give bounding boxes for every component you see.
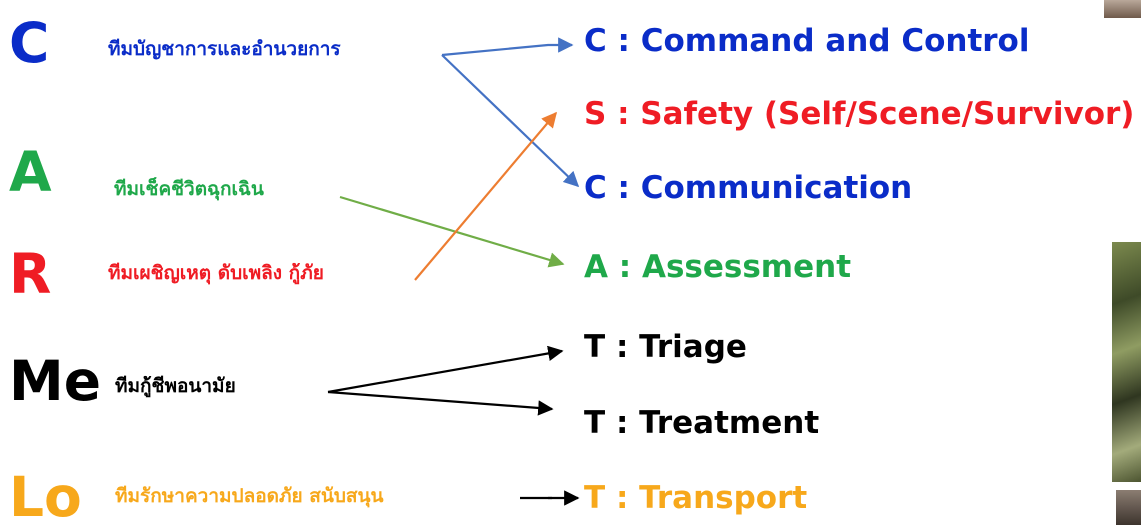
item-triage: T : Triage xyxy=(584,329,747,365)
arrow-me-treatment xyxy=(327,390,554,416)
arrow-a-assessment xyxy=(339,195,565,268)
letter-me: Me xyxy=(9,349,102,413)
photo-top-edge xyxy=(1104,0,1141,18)
item-communication: C : Communication xyxy=(584,170,913,206)
arrow-r-safety xyxy=(414,111,557,281)
item-assessment: A : Assessment xyxy=(584,249,852,285)
team-response-rescue: ทีมเผชิญเหตุ ดับเพลิง กู้ภัย xyxy=(108,262,324,284)
photo-forest-team xyxy=(1112,242,1141,482)
arrow-me-triage xyxy=(327,345,564,394)
photo-bottom-edge xyxy=(1116,490,1141,525)
item-command-and-control: C : Command and Control xyxy=(584,23,1030,59)
letter-r: R xyxy=(9,242,52,306)
item-treatment: T : Treatment xyxy=(584,405,820,441)
item-safety: S : Safety (Self/Scene/Survivor) xyxy=(584,96,1135,132)
team-command: ทีมบัญชาการและอำนวยการ xyxy=(108,38,341,60)
team-medical: ทีมกู้ชีพอนามัย xyxy=(115,375,236,397)
letter-c: C xyxy=(9,11,50,75)
letter-lo: Lo xyxy=(9,465,82,525)
letter-a: A xyxy=(9,140,52,204)
item-transport: T : Transport xyxy=(584,480,808,516)
arrow-c-communication xyxy=(441,54,580,188)
team-check-life: ทีมเช็คชีวิตฉุกเฉิน xyxy=(114,178,264,200)
arrow-c-command xyxy=(441,37,574,57)
team-security-support: ทีมรักษาความปลอดภัย สนับสนุน xyxy=(115,485,384,507)
